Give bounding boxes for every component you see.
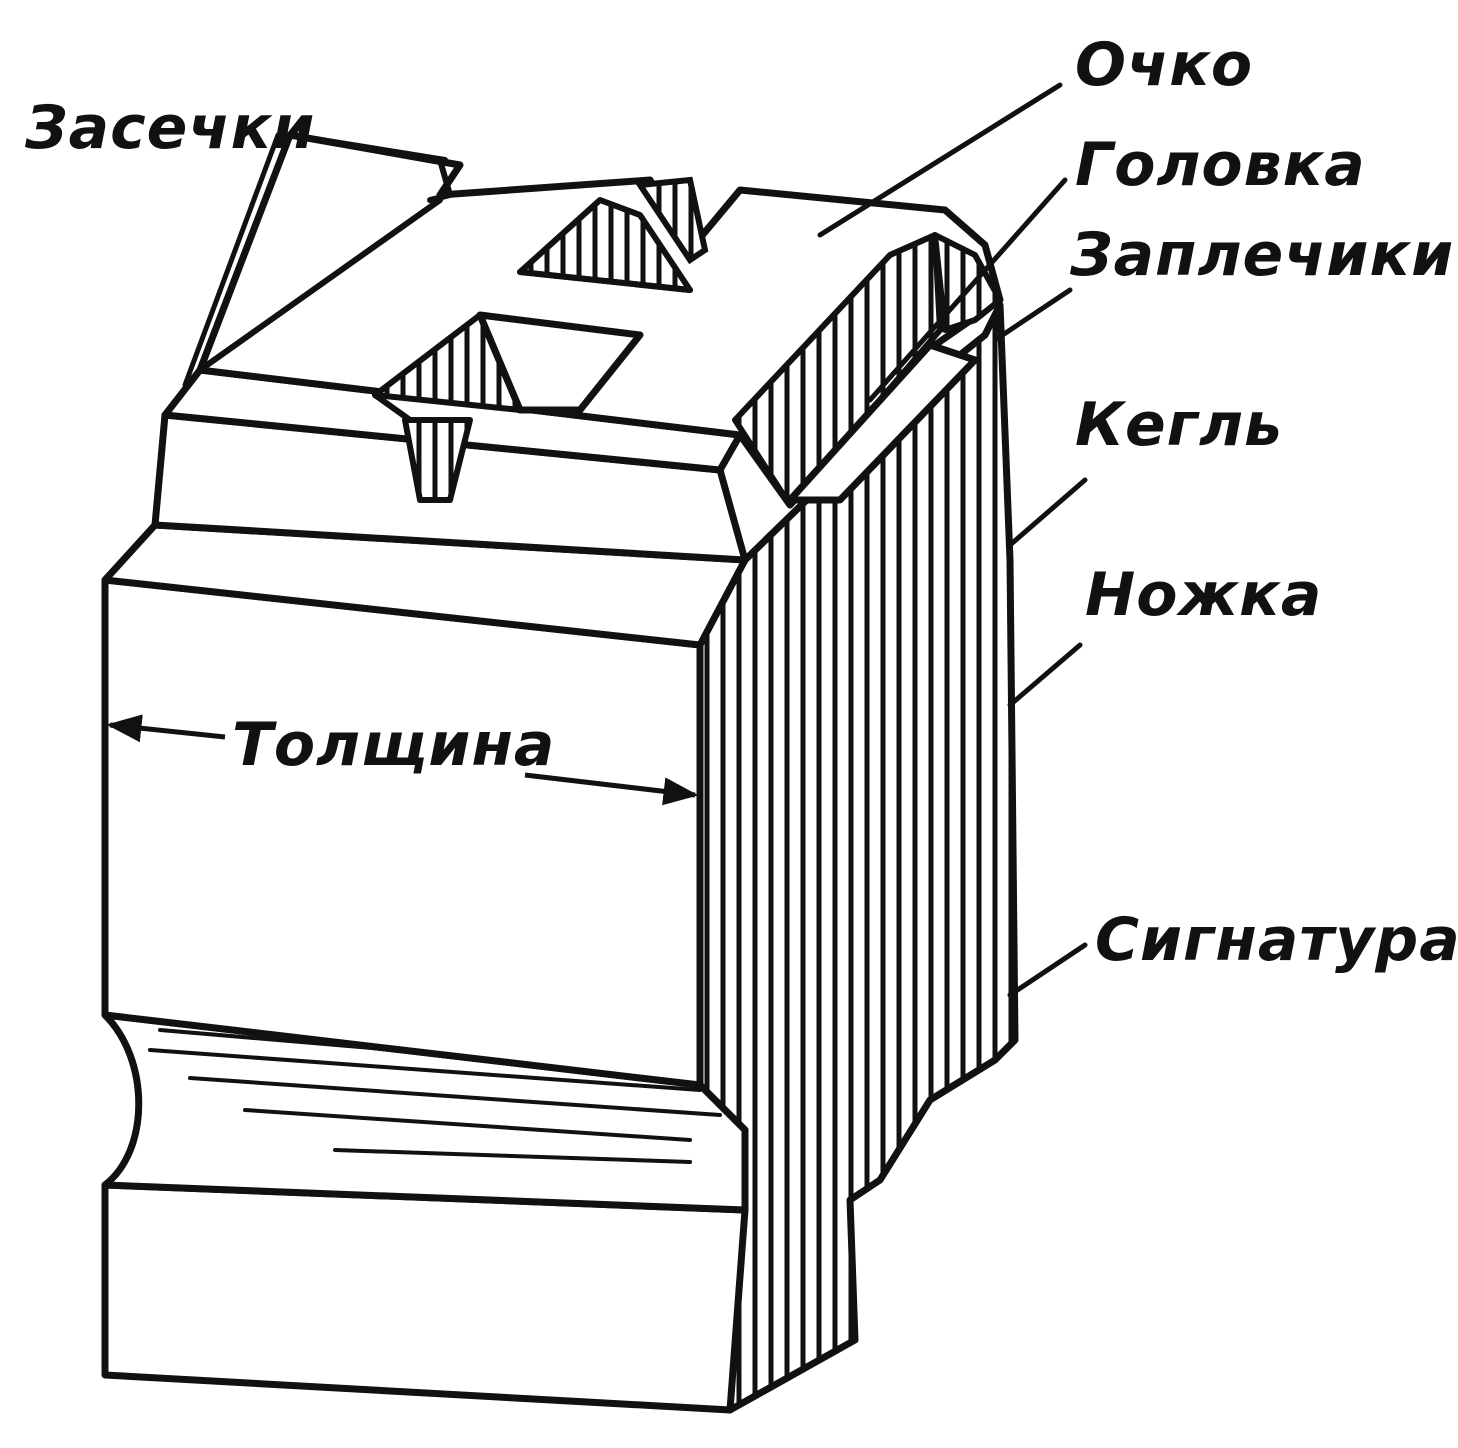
label-shoulder: Заплечики — [1069, 220, 1454, 290]
labels: Засечки Очко Головка Заплечики Кегль Нож… — [24, 30, 1458, 975]
label-leg: Ножка — [1085, 560, 1322, 630]
label-set-width: Толщина — [232, 710, 555, 780]
label-serifs: Засечки — [24, 93, 315, 163]
leader-head — [867, 177, 1068, 403]
sort-groove — [101, 1011, 749, 1214]
leader-serifs — [182, 132, 281, 388]
label-body-size: Кегль — [1075, 390, 1283, 460]
sort-body-front — [101, 521, 749, 1089]
label-head: Головка — [1075, 130, 1366, 200]
set-width-dimension — [106, 714, 699, 806]
leader-face — [817, 82, 1063, 238]
letter-relief — [196, 131, 1004, 509]
leader-lines — [182, 82, 1088, 998]
leader-shoulder — [992, 287, 1073, 343]
leader-nick — [1007, 942, 1088, 998]
label-face: Очко — [1075, 30, 1253, 100]
sort-foot-front — [101, 1181, 749, 1414]
leader-body-size — [1007, 477, 1088, 548]
label-nick: Сигнатура — [1095, 905, 1458, 975]
leader-leg — [1007, 642, 1083, 708]
